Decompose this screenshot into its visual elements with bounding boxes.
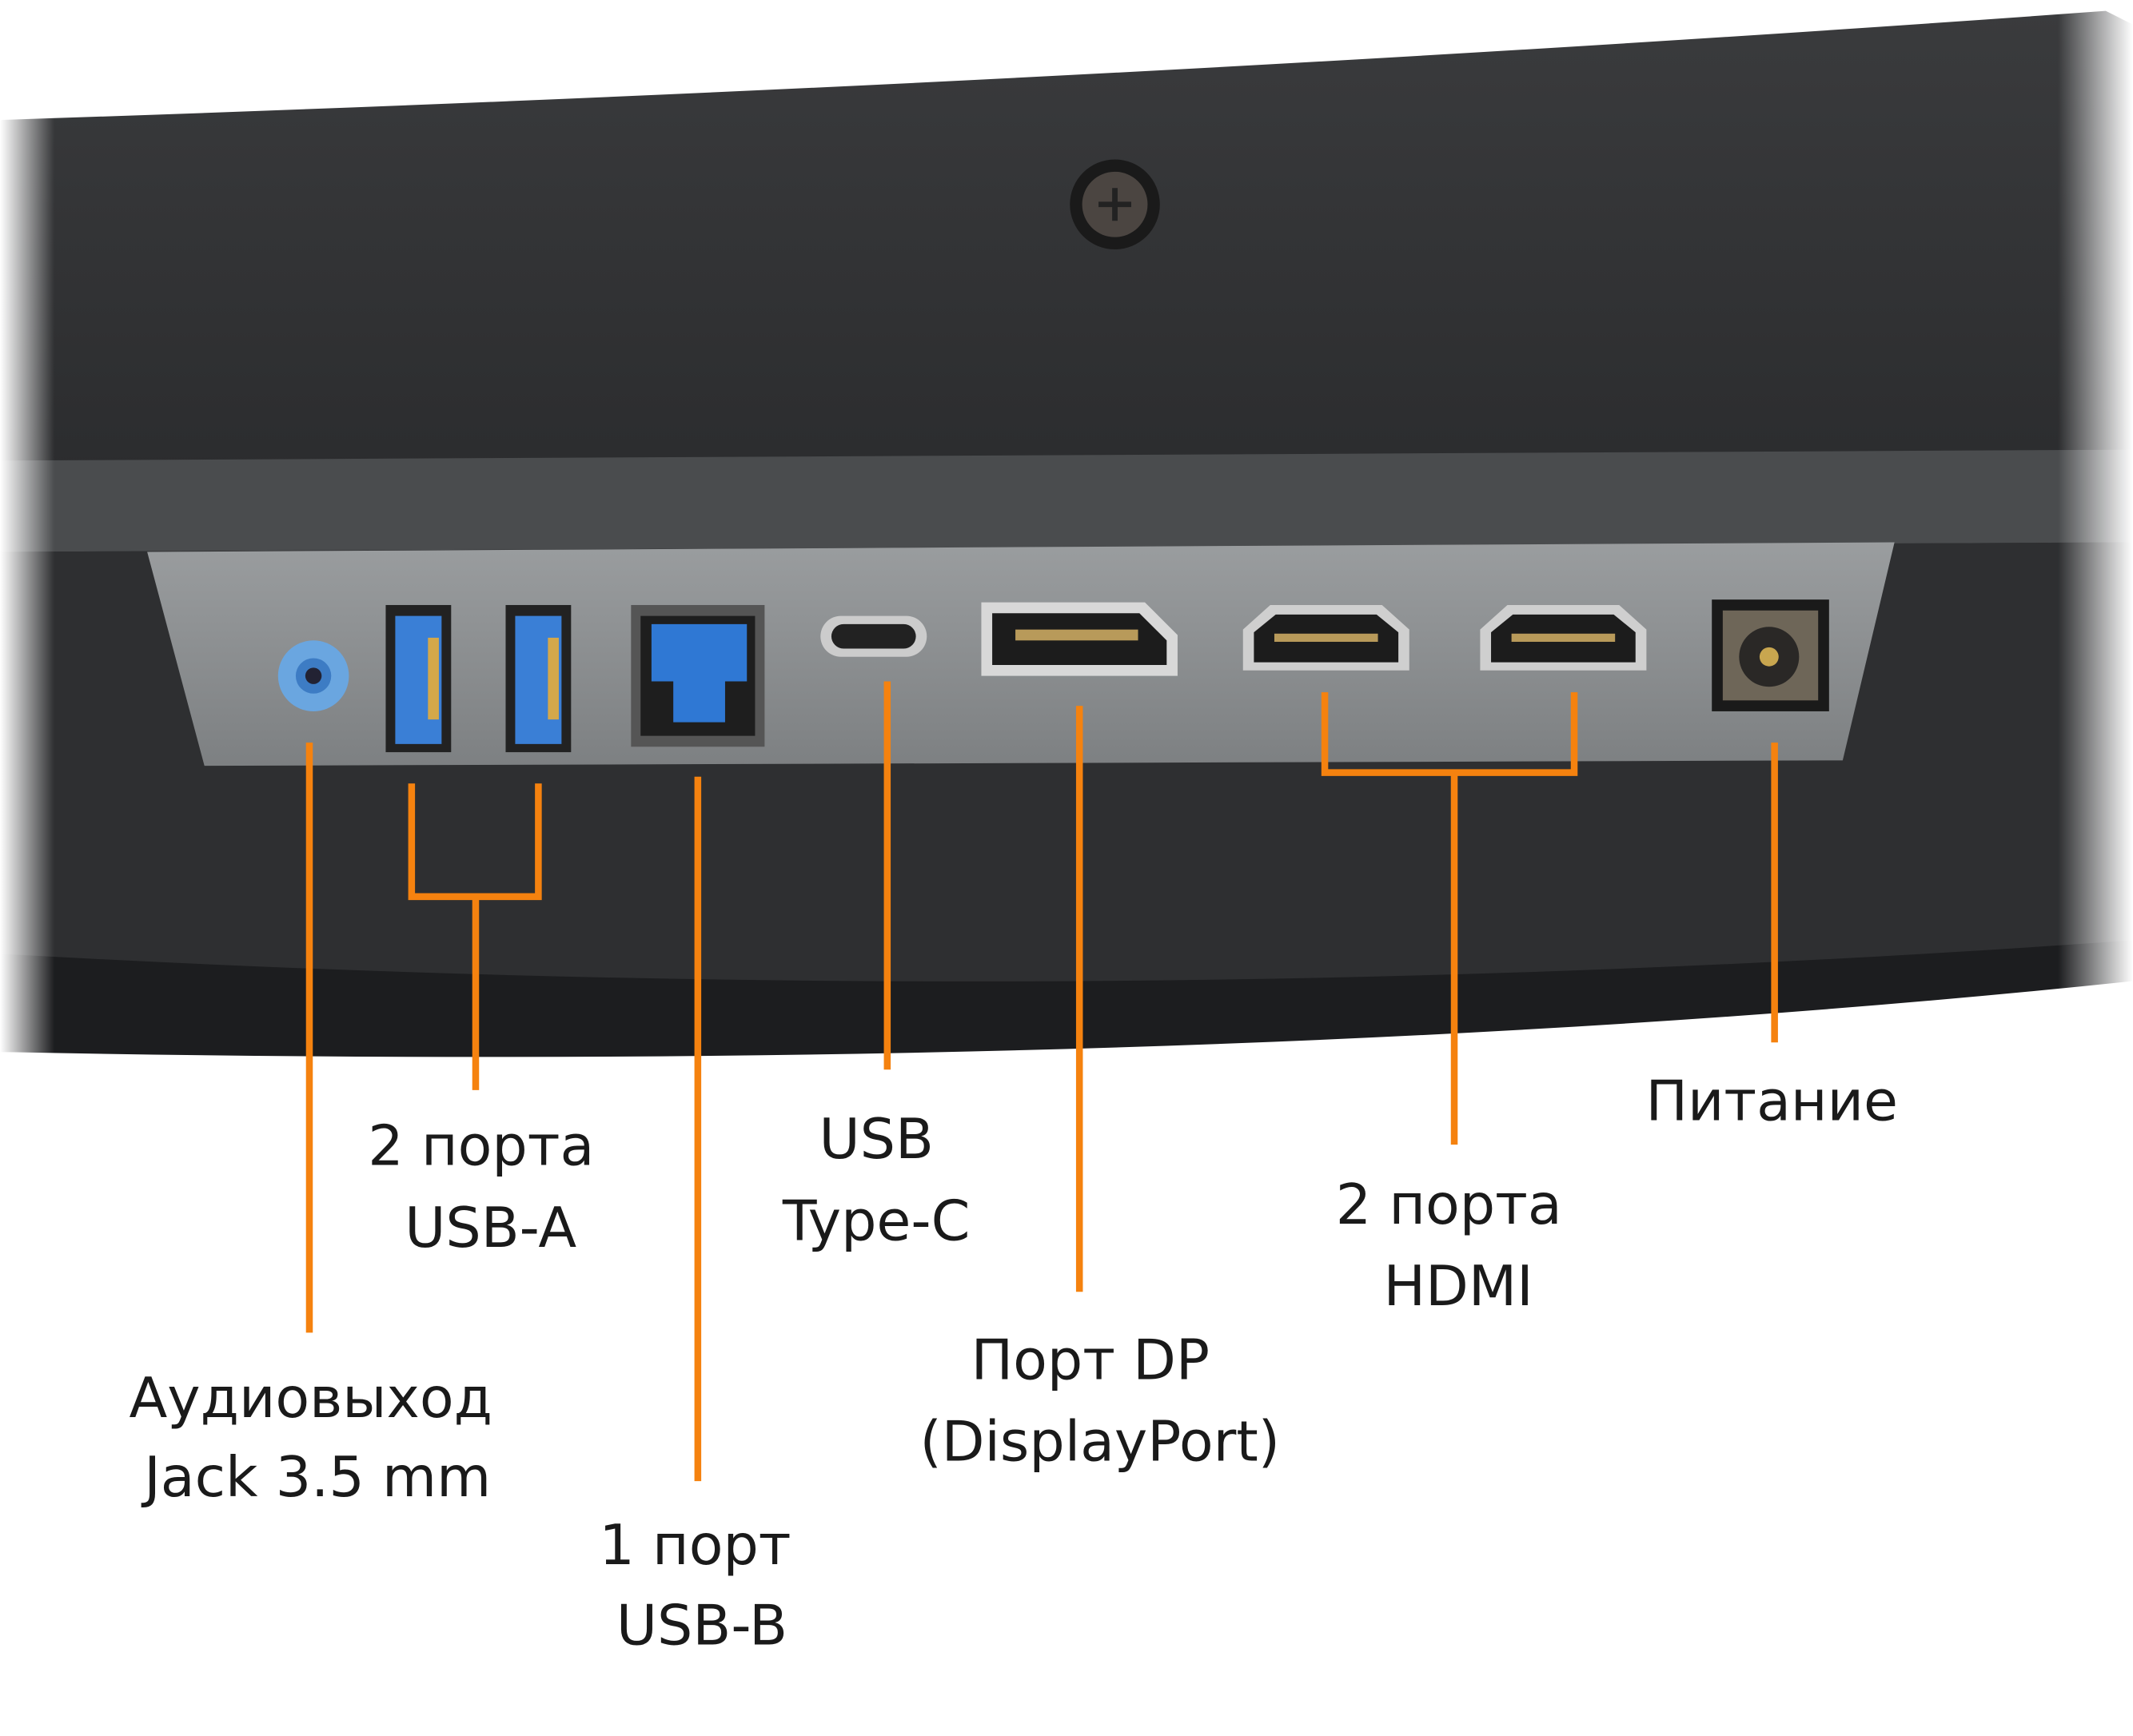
power-dc-port	[1712, 599, 1829, 711]
usb-a-callout-bracket	[408, 783, 542, 1090]
dp-label-line2: (DisplayPort)	[919, 1410, 1280, 1475]
usb-a-port	[505, 604, 572, 753]
hdmi-callout-bracket	[1321, 692, 1578, 1145]
usb-a-label-line1: 2 порта	[368, 1114, 594, 1179]
power-label: Питание	[1645, 1069, 1898, 1133]
usb-c-label-line2: Type-C	[782, 1189, 971, 1253]
usb-c-label-line1: USB	[819, 1107, 933, 1172]
screw-icon	[1070, 159, 1160, 250]
usb-a-port	[385, 604, 452, 753]
usb-b-label-line1: 1 порт	[599, 1513, 791, 1578]
hdmi-port	[1480, 604, 1647, 671]
audio-jack-port	[277, 640, 349, 711]
hdmi-port	[1242, 604, 1409, 671]
dp-label-line1: Порт DP	[971, 1328, 1210, 1392]
displayport-port	[981, 602, 1178, 676]
usb-b-label-line2: USB-B	[616, 1594, 787, 1658]
hdmi-label-line2: HDMI	[1384, 1254, 1533, 1319]
usb-c-port	[820, 615, 927, 657]
audio-label-line2: Jack 3.5 mm	[141, 1445, 491, 1510]
audio-label-line1: Аудиовыход	[129, 1366, 492, 1431]
hdmi-label-line1: 2 порта	[1336, 1173, 1562, 1237]
usb-a-label-line2: USB-A	[405, 1196, 576, 1260]
usb-b-port	[631, 604, 765, 747]
